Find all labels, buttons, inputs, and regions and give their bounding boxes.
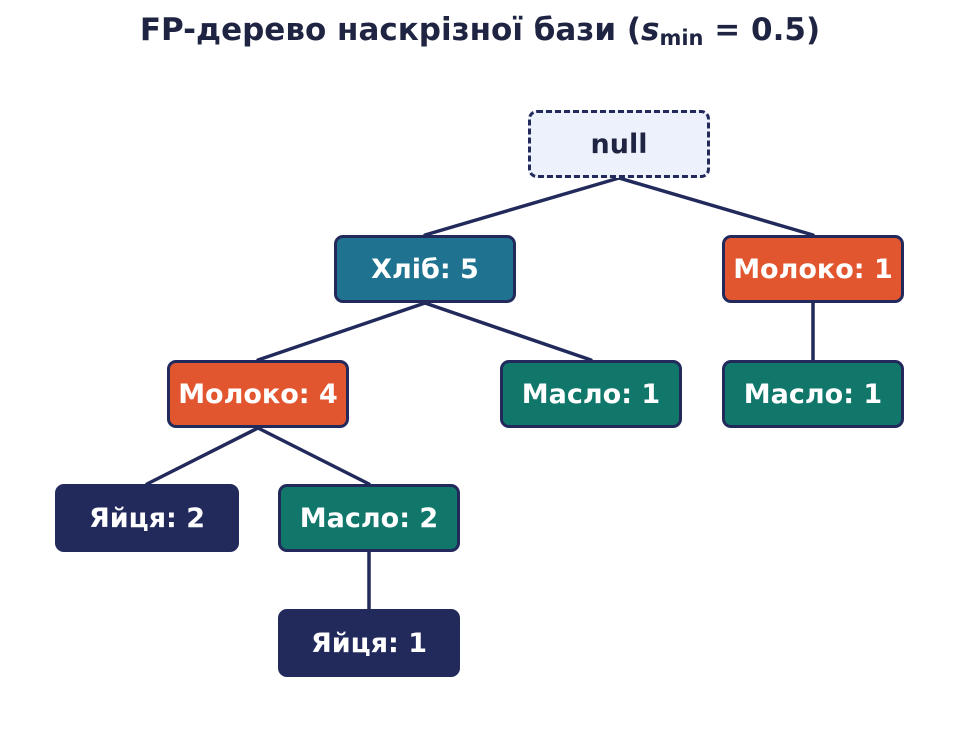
title-symbol: s bbox=[641, 12, 660, 48]
edge-milk_b-butter_c bbox=[256, 426, 371, 486]
node-null-root: null bbox=[528, 110, 710, 178]
node-butter-left: Масло: 2 bbox=[278, 484, 460, 552]
node-milk-left: Молоко: 4 bbox=[167, 360, 349, 428]
node-butter-mid: Масло: 1 bbox=[500, 360, 682, 428]
title-suffix: = 0.5) bbox=[703, 12, 821, 48]
title-prefix: FP-дерево наскрізної бази ( bbox=[139, 12, 642, 48]
title-subscript: min bbox=[659, 26, 704, 50]
edge-bread-butter_a bbox=[423, 301, 593, 362]
diagram-title: FP-дерево наскрізної бази (smin = 0.5) bbox=[0, 12, 960, 50]
edge-bread-milk_b bbox=[256, 301, 427, 362]
edge-root-bread bbox=[423, 176, 621, 237]
edge-root-milk_a bbox=[617, 176, 815, 237]
node-milk-right: Молоко: 1 bbox=[722, 235, 904, 303]
edge-milk_b-eggs_a bbox=[145, 426, 260, 486]
node-butter-right: Масло: 1 bbox=[722, 360, 904, 428]
node-bread: Хліб: 5 bbox=[334, 235, 516, 303]
node-eggs-bottom: Яйця: 1 bbox=[278, 609, 460, 677]
node-eggs-left: Яйця: 2 bbox=[55, 484, 239, 552]
